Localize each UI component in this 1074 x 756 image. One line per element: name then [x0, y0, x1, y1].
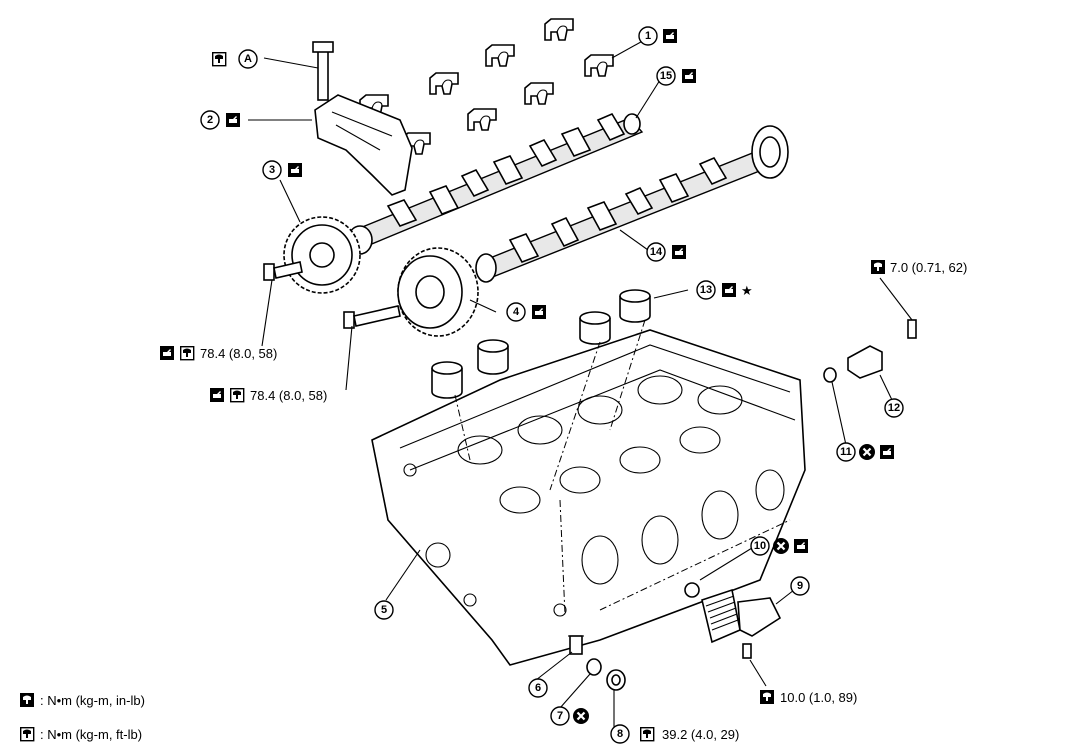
- oil-can-icon: [210, 388, 224, 402]
- torque-wrench-icon: [20, 727, 35, 742]
- plug-8: [606, 669, 626, 691]
- oil-can-icon: [226, 113, 240, 127]
- sprocket-bolt-4: [343, 305, 401, 329]
- callout-14-label: 14: [650, 246, 663, 258]
- oil-can-icon: [288, 163, 302, 177]
- callout-5-label: 5: [381, 604, 387, 616]
- callout-2: 2: [200, 110, 240, 130]
- callout-8: 8: [610, 724, 630, 744]
- callout-a: A: [211, 49, 258, 69]
- do-not-reuse-icon: [857, 442, 877, 462]
- bracket-bolt: [317, 47, 329, 101]
- callout-12: 12: [884, 398, 904, 418]
- torque-wrench-icon: [760, 690, 774, 704]
- callout-9: 9: [790, 576, 810, 596]
- torque-wrench-icon: [211, 52, 227, 67]
- callout-11: 11: [836, 442, 894, 462]
- callout-14: 14: [646, 242, 686, 262]
- callout-15-label: 15: [660, 70, 672, 82]
- callout-8-label: 8: [617, 728, 623, 740]
- callout-7: 7: [550, 706, 591, 726]
- camshaft-position-sensor-12: [847, 319, 917, 379]
- callout-7-label: 7: [557, 710, 563, 722]
- callout-11-label: 11: [840, 446, 852, 458]
- callout-5: 5: [374, 600, 394, 620]
- callout-2-label: 2: [207, 114, 213, 126]
- star-mark: ★: [741, 283, 753, 298]
- callout-10: 10: [750, 536, 808, 556]
- legend-ftlb: : N•m (kg-m, ft-lb): [40, 727, 142, 742]
- torque-sprocket-bolt-3: 78.4 (8.0, 58): [160, 346, 277, 361]
- callout-13-label: 13: [700, 284, 712, 296]
- oil-can-icon: [880, 445, 894, 459]
- torque-wrench-icon: [229, 388, 245, 403]
- oil-can-icon: [663, 29, 677, 43]
- callout-9-label: 9: [797, 580, 803, 592]
- oil-can-icon: [160, 346, 174, 360]
- washer-7: [586, 658, 602, 676]
- front-camshaft-bracket: [312, 41, 413, 196]
- torque-sensor-bolt-value: 7.0 (0.71, 62): [890, 260, 967, 275]
- callout-10-label: 10: [754, 540, 766, 552]
- callout-a-label: A: [244, 53, 252, 65]
- legend-inlb: : N•m (kg-m, in-lb): [40, 693, 145, 708]
- callout-6-label: 6: [535, 682, 541, 694]
- camshaft-sprocket-3: [283, 216, 361, 294]
- do-not-reuse-icon: [571, 706, 591, 726]
- do-not-reuse-icon: [771, 536, 791, 556]
- legend: : N•m (kg-m, in-lb) : N•m (kg-m, ft-lb): [20, 693, 145, 742]
- valve-timing-control-sprocket-4: [397, 247, 479, 337]
- oil-can-icon: [682, 69, 696, 83]
- torque-solenoid-bolt-value: 10.0 (1.0, 89): [780, 690, 857, 705]
- sprocket-bolt-3: [263, 261, 303, 281]
- callout-4-label: 4: [513, 306, 520, 318]
- callout-6: 6: [528, 678, 548, 698]
- exhaust-camshaft: [475, 125, 789, 283]
- intake-camshaft: [347, 112, 644, 255]
- torque-wrench-icon: [640, 727, 655, 742]
- callout-3-label: 3: [269, 164, 275, 176]
- o-ring-11: [823, 367, 837, 383]
- torque-wrench-icon: [20, 693, 34, 707]
- torque-sensor-bolt: 7.0 (0.71, 62): [871, 260, 967, 275]
- torque-plug-value: 39.2 (4.0, 29): [662, 727, 739, 742]
- torque-sprocket-bolt-4: 78.4 (8.0, 58): [210, 388, 327, 403]
- torque-solenoid-bolt: 10.0 (1.0, 89): [760, 690, 857, 705]
- torque-plug: 39.2 (4.0, 29): [640, 727, 739, 742]
- oil-can-icon: [532, 305, 546, 319]
- callout-3: 3: [262, 160, 302, 180]
- callout-1: 1: [638, 26, 677, 46]
- cylinder-head: [371, 329, 806, 666]
- leader-lines: [248, 37, 913, 728]
- callout-13: 13 ★: [696, 280, 753, 300]
- o-ring-10: [684, 582, 700, 598]
- torque-wrench-icon: [871, 260, 885, 274]
- valve-lifters: [431, 289, 651, 399]
- oil-can-icon: [672, 245, 686, 259]
- plug-6: [568, 635, 584, 655]
- valve-timing-control-solenoid-9: [701, 588, 782, 659]
- torque-sprocket-bolt-4-value: 78.4 (8.0, 58): [250, 388, 327, 403]
- oil-can-icon: [722, 283, 736, 297]
- callout-15: 15: [656, 66, 696, 86]
- torque-wrench-icon: [179, 346, 195, 361]
- callout-1-label: 1: [645, 30, 651, 42]
- callout-4: 4: [506, 302, 546, 322]
- oil-can-icon: [794, 539, 808, 553]
- torque-sprocket-bolt-3-value: 78.4 (8.0, 58): [200, 346, 277, 361]
- callout-12-label: 12: [888, 402, 900, 414]
